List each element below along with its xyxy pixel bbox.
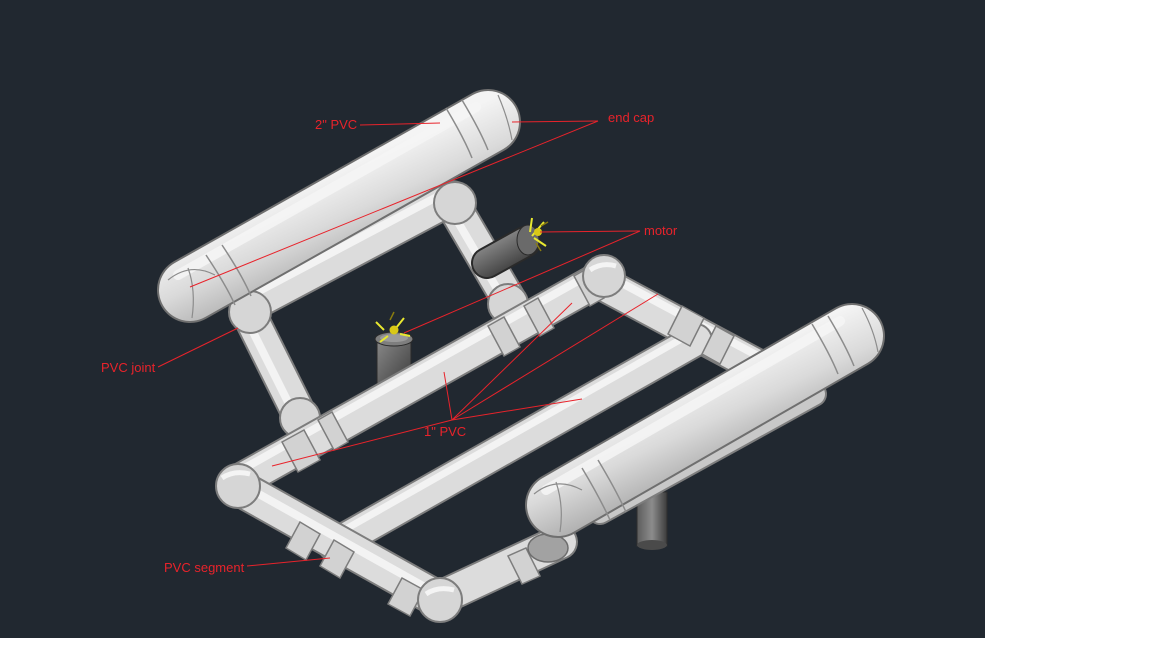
main-frame — [215, 254, 786, 623]
annotation-labels: 2" PVC end cap motor PVC joint 1" PVC PV… — [101, 110, 678, 575]
label-motor: motor — [644, 223, 678, 238]
pvc-frame-drawing: 2" PVC end cap motor PVC joint 1" PVC PV… — [101, 89, 885, 623]
label-end-cap: end cap — [608, 110, 654, 125]
rear-motor — [471, 217, 549, 279]
label-pvc-segment: PVC segment — [164, 560, 245, 575]
center-propeller-icon — [375, 311, 411, 343]
cad-viewport[interactable]: 2" PVC end cap motor PVC joint 1" PVC PV… — [0, 0, 985, 638]
right-float-2in — [525, 303, 885, 550]
label-pvc-joint: PVC joint — [101, 360, 156, 375]
label-1in-pvc: 1" PVC — [424, 424, 466, 439]
label-2in-pvc: 2" PVC — [315, 117, 357, 132]
left-float-2in — [157, 89, 521, 323]
rear-propeller-icon — [529, 217, 549, 252]
annotation-leaders — [157, 120, 659, 567]
